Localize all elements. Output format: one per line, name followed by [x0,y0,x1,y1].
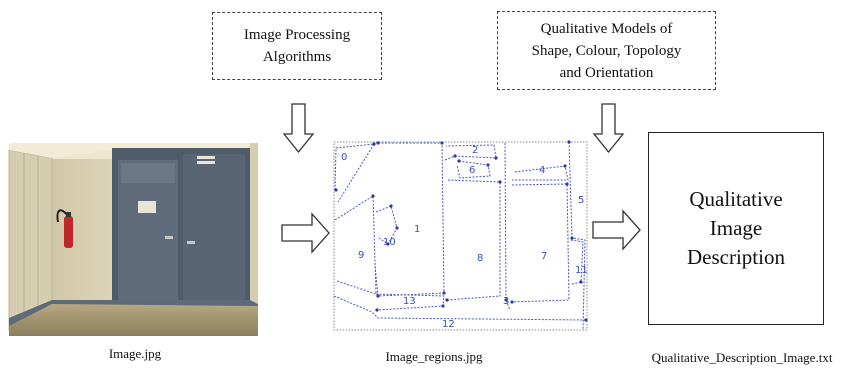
region-label-3: 3 [503,296,509,307]
region-label-8: 8 [477,253,483,264]
qualitative-description-box: Qualitative Image Description [648,132,824,325]
qualitative-models-line1: Qualitative Models of [540,20,673,37]
region-label-11: 11 [575,265,588,276]
image-processing-line2: Algorithms [262,49,332,65]
qualitative-models-line3: and Orientation [559,64,654,81]
arrow-down-qualitative-models [592,103,625,154]
region-label-13: 13 [403,296,416,307]
input-image-caption: Image.jpg [108,346,162,361]
region-label-2: 2 [472,145,478,156]
input-photo [8,143,258,336]
region-map-vertices [334,140,588,322]
region-label-4: 4 [539,165,545,176]
image-processing-line1: Image Processing [243,27,351,43]
qualitative-models-box: Qualitative Models of Shape, Colour, Top… [497,11,716,90]
qualitative-description-line3: Description [687,245,785,269]
arrow-photo-to-regions [281,212,330,254]
qualitative-models-line2: Shape, Colour, Topology [531,42,682,59]
qualitative-description-line1: Qualitative [689,187,783,211]
region-map [333,141,588,331]
region-label-9: 9 [358,250,364,261]
region-label-12: 12 [442,319,455,330]
region-label-10: 10 [383,237,396,248]
region-label-1: 1 [414,224,420,235]
region-label-5: 5 [578,195,584,206]
region-label-0: 0 [341,152,347,163]
output-file-caption: Qualitative_Description_Image.txt [651,350,833,365]
image-processing-box: Image Processing Algorithms [212,12,382,80]
arrow-regions-to-description [592,209,641,251]
region-label-6: 6 [469,165,475,176]
region-label-7: 7 [541,251,547,262]
arrow-down-image-processing [282,103,315,154]
regions-image-caption: Image_regions.jpg [385,349,483,364]
qualitative-description-line2: Image [709,216,763,240]
